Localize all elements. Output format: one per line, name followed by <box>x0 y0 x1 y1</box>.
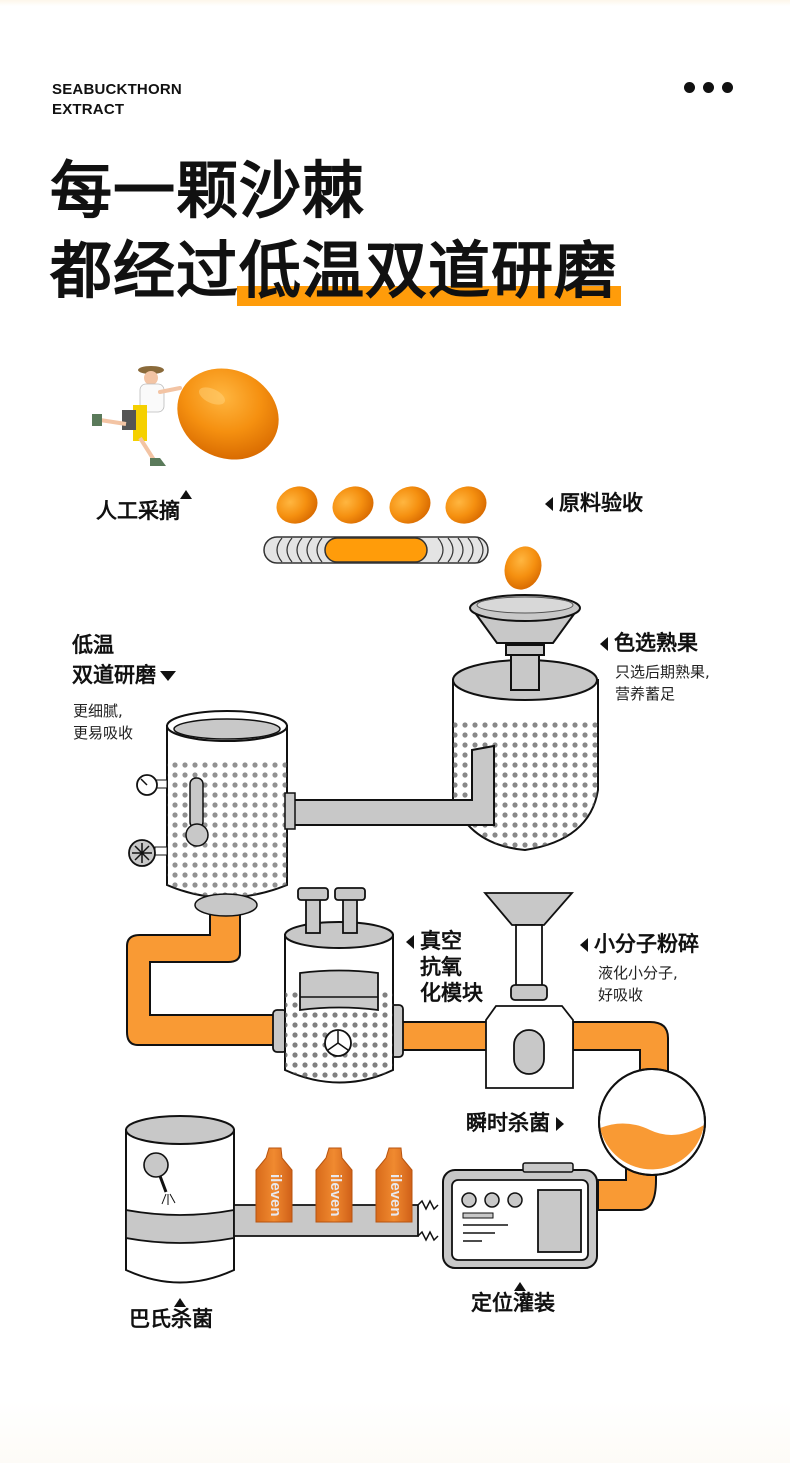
step-micronize-desc: 液化小分子, 好吸收 <box>598 962 678 1006</box>
harvest-arrow-icon <box>180 484 192 503</box>
step-grinding: 低温 双道研磨 <box>72 630 176 690</box>
pointer-right-icon <box>556 1117 564 1131</box>
step-micronize-label: 小分子粉碎 <box>594 932 699 956</box>
step-flash-sterilize: 瞬时杀菌 <box>466 1108 564 1138</box>
step-vacuum-label-1: 真空 <box>420 929 462 953</box>
filling-arrow-icon <box>514 1276 526 1295</box>
step-grinding-label-1: 低温 <box>72 633 114 657</box>
grinder-tank <box>128 710 296 917</box>
step-pasteurize-label: 巴氏杀菌 <box>129 1307 213 1331</box>
product-pouch: ileven <box>255 1147 293 1223</box>
dot <box>703 82 714 93</box>
big-berry <box>177 368 279 460</box>
desc-line: 更细腻, <box>73 702 123 720</box>
pointer-left-icon <box>406 935 414 949</box>
step-micronize: 小分子粉碎 <box>580 929 699 959</box>
product-pouch: ileven <box>375 1147 413 1223</box>
desc-line: 更易吸收 <box>73 724 134 742</box>
pointer-left-icon <box>580 938 588 952</box>
pasteurize-arrow-icon <box>174 1292 186 1311</box>
pointer-down-icon <box>160 671 176 681</box>
berry-row <box>276 486 487 524</box>
pasteurizer <box>125 1115 235 1284</box>
page-title-line-2: 都经过低温双道研磨 <box>50 234 622 307</box>
product-pouch: ileven <box>315 1147 353 1223</box>
pouch-brand-text: ileven <box>387 1174 404 1217</box>
step-sorting-label: 色选熟果 <box>614 631 698 655</box>
step-flash-sterilize-label: 瞬时杀菌 <box>466 1111 550 1135</box>
step-sorting: 色选熟果 <box>600 628 698 658</box>
brand-line-2: EXTRACT <box>52 101 125 118</box>
brand-line-1: SEABUCKTHORN <box>52 81 182 98</box>
pouch-brand-text: ileven <box>267 1174 284 1217</box>
farmer-figure <box>92 366 182 466</box>
step-inspection-label: 原料验收 <box>559 491 643 515</box>
desc-line: 营养蓄足 <box>615 685 676 703</box>
conveyor-belt <box>263 536 489 564</box>
step-inspection: 原料验收 <box>545 488 643 518</box>
micronizer <box>483 892 574 1089</box>
step-vacuum-label-3: 化模块 <box>420 981 483 1005</box>
more-dots-icon[interactable] <box>684 82 733 93</box>
falling-berry <box>504 546 542 590</box>
step-grinding-label-2: 双道研磨 <box>72 663 156 687</box>
vacuum-module <box>272 887 404 1084</box>
filling-machine <box>442 1162 598 1269</box>
step-grinding-desc: 更细腻, 更易吸收 <box>73 700 133 744</box>
page-title-line-1: 每一颗沙棘 <box>50 154 366 227</box>
pouch-brand-text: ileven <box>327 1174 344 1217</box>
step-sorting-desc: 只选后期熟果, 营养蓄足 <box>615 661 710 705</box>
dot <box>722 82 733 93</box>
desc-line: 好吸收 <box>598 986 644 1004</box>
title-plain: 都经过 <box>50 234 240 307</box>
step-vacuum-label-2: 抗氧 <box>420 955 462 979</box>
dot <box>684 82 695 93</box>
desc-line: 只选后期熟果, <box>615 663 710 681</box>
product-pouches: ileven ileven ileven <box>255 1147 413 1223</box>
desc-line: 液化小分子, <box>598 964 678 982</box>
flash-sterilizer <box>598 1068 706 1176</box>
pointer-left-icon <box>545 497 553 511</box>
step-harvest-label: 人工采摘 <box>96 499 180 523</box>
pointer-left-icon <box>600 637 608 651</box>
title-highlight: 低温双道研磨 <box>237 234 622 307</box>
brand-tagline: SEABUCKTHORN EXTRACT <box>52 80 182 120</box>
step-vacuum: 真空 抗氧 化模块 <box>406 928 483 1006</box>
shower-head-icon <box>143 1152 169 1178</box>
step-filling-label: 定位灌装 <box>471 1291 555 1315</box>
